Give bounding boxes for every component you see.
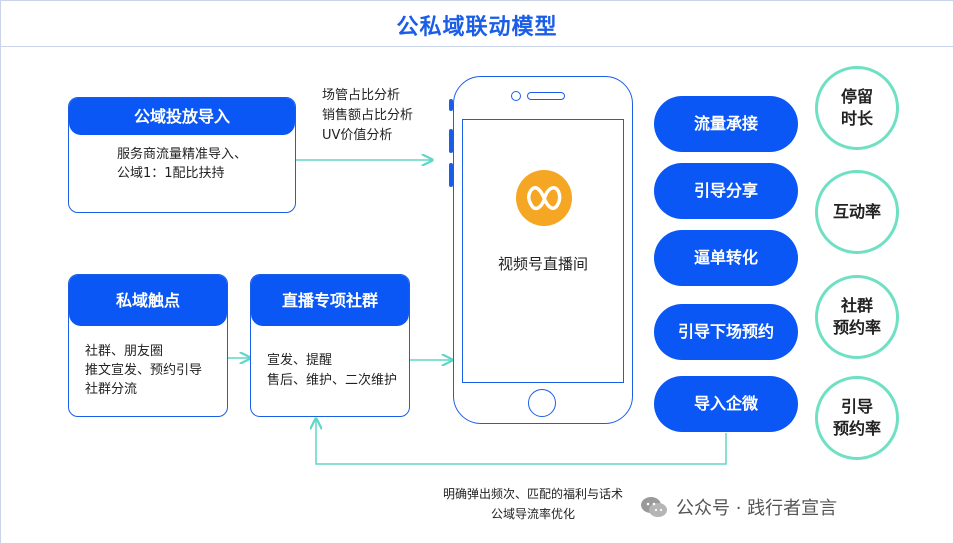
metric-line: UV价值分析 (322, 128, 393, 143)
phone-home-button (528, 389, 556, 417)
feedback-note: 明确弹出频次、匹配的福利与话术 公域导流率优化 (443, 484, 623, 524)
arrow-feedback-loop (316, 419, 727, 465)
circle-text: 预约率 (832, 419, 881, 438)
live-card-line: 售后、维护、二次维护 (267, 373, 398, 388)
public-card-heading: 公域投放导入 (69, 98, 295, 135)
private-card-line: 社群、朋友圈 (85, 344, 164, 359)
metrics-text: 场管占比分析 销售额占比分析 UV价值分析 (322, 86, 413, 146)
title-bar (0, 0, 954, 47)
private-card-line: 社群分流 (85, 382, 138, 397)
public-investment-card: 公域投放导入 服务商流量精准导入、公域1：1配比扶持 (68, 97, 296, 213)
channels-logo-icon (516, 170, 572, 226)
pill-traffic-intake: 流量承接 (654, 96, 798, 152)
phone-mockup: 视频号直播间 (449, 76, 633, 424)
circle-text: 引导 (840, 397, 873, 416)
pill-next-reservation: 引导下场预约 (654, 304, 798, 360)
private-card-heading: 私域触点 (69, 275, 227, 326)
circle-guide-reservation-rate: 引导 预约率 (815, 376, 899, 460)
public-card-body: 服务商流量精准导入、公域1：1配比扶持 (117, 147, 248, 181)
circle-text: 停留 (840, 87, 873, 106)
phone-screen: 视频号直播间 (462, 119, 624, 383)
feedback-line: 明确弹出频次、匹配的福利与话术 (443, 487, 624, 501)
phone-side-button (449, 99, 453, 111)
watermark: 公众号 · 践行者宣言 (640, 494, 837, 520)
live-community-card: 直播专项社群 宣发、提醒 售后、维护、二次维护 (250, 274, 410, 417)
metric-line: 场管占比分析 (322, 88, 401, 103)
circle-interaction-rate: 互动率 (815, 170, 899, 254)
circle-text: 预约率 (832, 318, 881, 337)
circle-text: 互动率 (832, 202, 881, 221)
watermark-text: 公众号 · 践行者宣言 (676, 498, 838, 519)
circle-community-reservation-rate: 社群 预约率 (815, 275, 899, 359)
phone-side-button (449, 129, 453, 153)
diagram-title: 公私域联动模型 (396, 15, 558, 40)
metric-line: 销售额占比分析 (322, 108, 414, 123)
phone-camera (511, 91, 521, 101)
live-card-body: 宣发、提醒 售后、维护、二次维护 (251, 326, 409, 391)
feedback-line: 公域导流率优化 (491, 507, 576, 521)
private-card-line: 推文宣发、预约引导 (85, 363, 203, 378)
pill-close-conversion: 逼单转化 (654, 230, 798, 286)
private-card-body: 社群、朋友圈 推文宣发、预约引导 社群分流 (69, 326, 227, 399)
circle-dwell-time: 停留 时长 (815, 66, 899, 150)
live-card-line: 宣发、提醒 (267, 353, 333, 368)
private-touchpoint-card: 私域触点 社群、朋友圈 推文宣发、预约引导 社群分流 (68, 274, 228, 417)
pill-wecom-import: 导入企微 (654, 376, 798, 432)
pill-guide-share: 引导分享 (654, 163, 798, 219)
circle-text: 社群 (840, 296, 873, 315)
screen-label: 视频号直播间 (497, 255, 588, 273)
wechat-icon (641, 497, 667, 517)
live-card-heading: 直播专项社群 (251, 275, 409, 326)
phone-side-button (449, 163, 453, 187)
phone-speaker (527, 92, 565, 100)
circle-text: 时长 (840, 109, 873, 128)
